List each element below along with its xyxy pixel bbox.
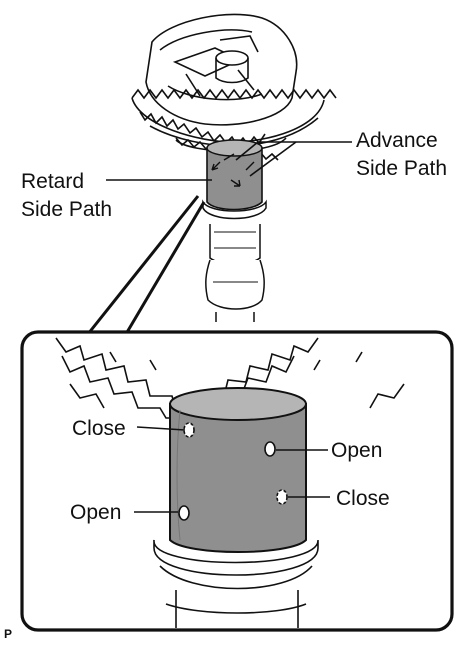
- advance-label-line1: Advance: [356, 129, 438, 152]
- close-label-lower: Close: [336, 487, 390, 510]
- advance-label-line2: Side Path: [356, 157, 447, 180]
- open-port-lower-icon: [178, 505, 190, 521]
- close-label-upper: Close: [72, 417, 126, 440]
- inset-leader-lines: [134, 426, 330, 513]
- retard-label-line1: Retard: [21, 170, 84, 193]
- open-port-upper-icon: [264, 441, 276, 457]
- zoom-callout-lines: [86, 195, 206, 335]
- vvt-gear-assembly: [131, 13, 337, 161]
- zoom-inset-box: Close Open Close Open: [20, 330, 454, 632]
- close-port-lower-icon: [276, 489, 288, 505]
- upper-shaft: [202, 139, 267, 322]
- oil-port-holes: [178, 422, 288, 521]
- open-label-upper: Open: [331, 439, 382, 462]
- retard-label-line2: Side Path: [21, 198, 112, 221]
- figure-corner-mark: P: [4, 627, 12, 641]
- close-port-upper-icon: [183, 422, 195, 438]
- upper-leader-lines: [106, 141, 352, 181]
- inset-shaft: [169, 387, 307, 553]
- open-label-lower: Open: [70, 501, 121, 524]
